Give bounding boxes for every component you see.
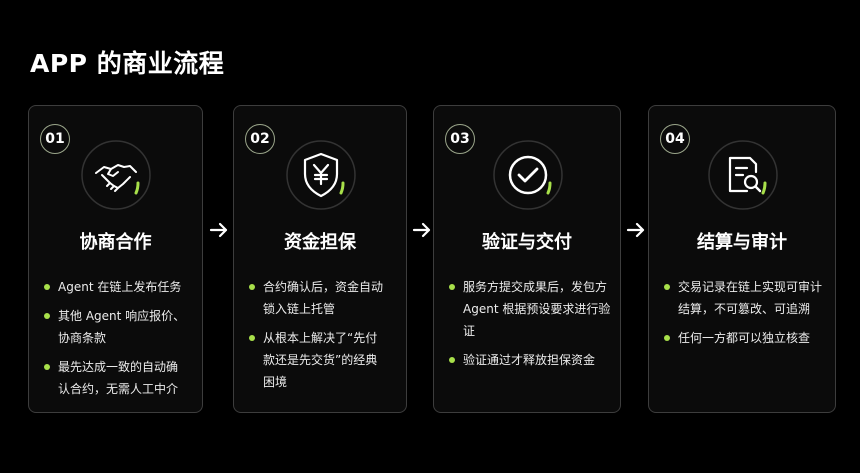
arrow-right-icon bbox=[209, 222, 228, 238]
audit-document-icon bbox=[708, 140, 778, 210]
step-number-badge: 04 bbox=[660, 124, 690, 154]
bullet-item: Agent 在链上发布任务 bbox=[42, 276, 196, 298]
step-number-badge: 02 bbox=[245, 124, 275, 154]
step-title: 资金担保 bbox=[284, 232, 356, 253]
bullet-dot bbox=[449, 357, 455, 363]
step-number-badge: 01 bbox=[40, 124, 70, 154]
handshake-icon bbox=[81, 140, 151, 210]
bullet-dot bbox=[664, 284, 670, 290]
bullet-item: 最先达成一致的自动确认合约，无需人工中介 bbox=[42, 356, 196, 400]
arrow-right-icon bbox=[412, 222, 431, 238]
bullet-dot bbox=[44, 364, 50, 370]
step-title: 结算与审计 bbox=[697, 232, 787, 253]
bullet-item: 验证通过才释放担保资金 bbox=[447, 349, 614, 371]
checkmark-circle-icon bbox=[493, 140, 563, 210]
step-card-negotiate: 01 协商合作 Agent 在链上发布任务 其他 Agent 响应报价、协商条款… bbox=[28, 105, 203, 413]
arrow-right-icon bbox=[626, 222, 645, 238]
bullet-item: 其他 Agent 响应报价、协商条款 bbox=[42, 305, 196, 349]
step-card-audit: 04 结算与审计 交易记录在链上实现可审计结算，不可篡改、可追溯 任何一方都可以… bbox=[648, 105, 836, 413]
step-bullet-list: 合约确认后，资金自动锁入链上托管 从根本上解决了“先付款还是先交货”的经典困境 bbox=[247, 276, 400, 400]
step-title: 验证与交付 bbox=[482, 232, 572, 253]
bullet-dot bbox=[44, 313, 50, 319]
step-bullet-list: 交易记录在链上实现可审计结算，不可篡改、可追溯 任何一方都可以独立核查 bbox=[662, 276, 829, 356]
page-title: APP 的商业流程 bbox=[30, 49, 225, 78]
yuan-shield-icon bbox=[286, 140, 356, 210]
step-title: 协商合作 bbox=[79, 232, 152, 253]
bullet-item: 从根本上解决了“先付款还是先交货”的经典困境 bbox=[247, 327, 400, 393]
bullet-dot bbox=[249, 284, 255, 290]
step-number-badge: 03 bbox=[445, 124, 475, 154]
bullet-dot bbox=[249, 335, 255, 341]
bullet-item: 任何一方都可以独立核查 bbox=[662, 327, 829, 349]
bullet-item: 合约确认后，资金自动锁入链上托管 bbox=[247, 276, 400, 320]
bullet-dot bbox=[449, 284, 455, 290]
bullet-dot bbox=[664, 335, 670, 341]
step-card-escrow: 02 资金担保 合约确认后，资金自动锁入链上托管 从根本上解决了“先付款还是先交… bbox=[233, 105, 407, 413]
bullet-dot bbox=[44, 284, 50, 290]
bullet-item: 交易记录在链上实现可审计结算，不可篡改、可追溯 bbox=[662, 276, 829, 320]
step-bullet-list: Agent 在链上发布任务 其他 Agent 响应报价、协商条款 最先达成一致的… bbox=[42, 276, 196, 407]
